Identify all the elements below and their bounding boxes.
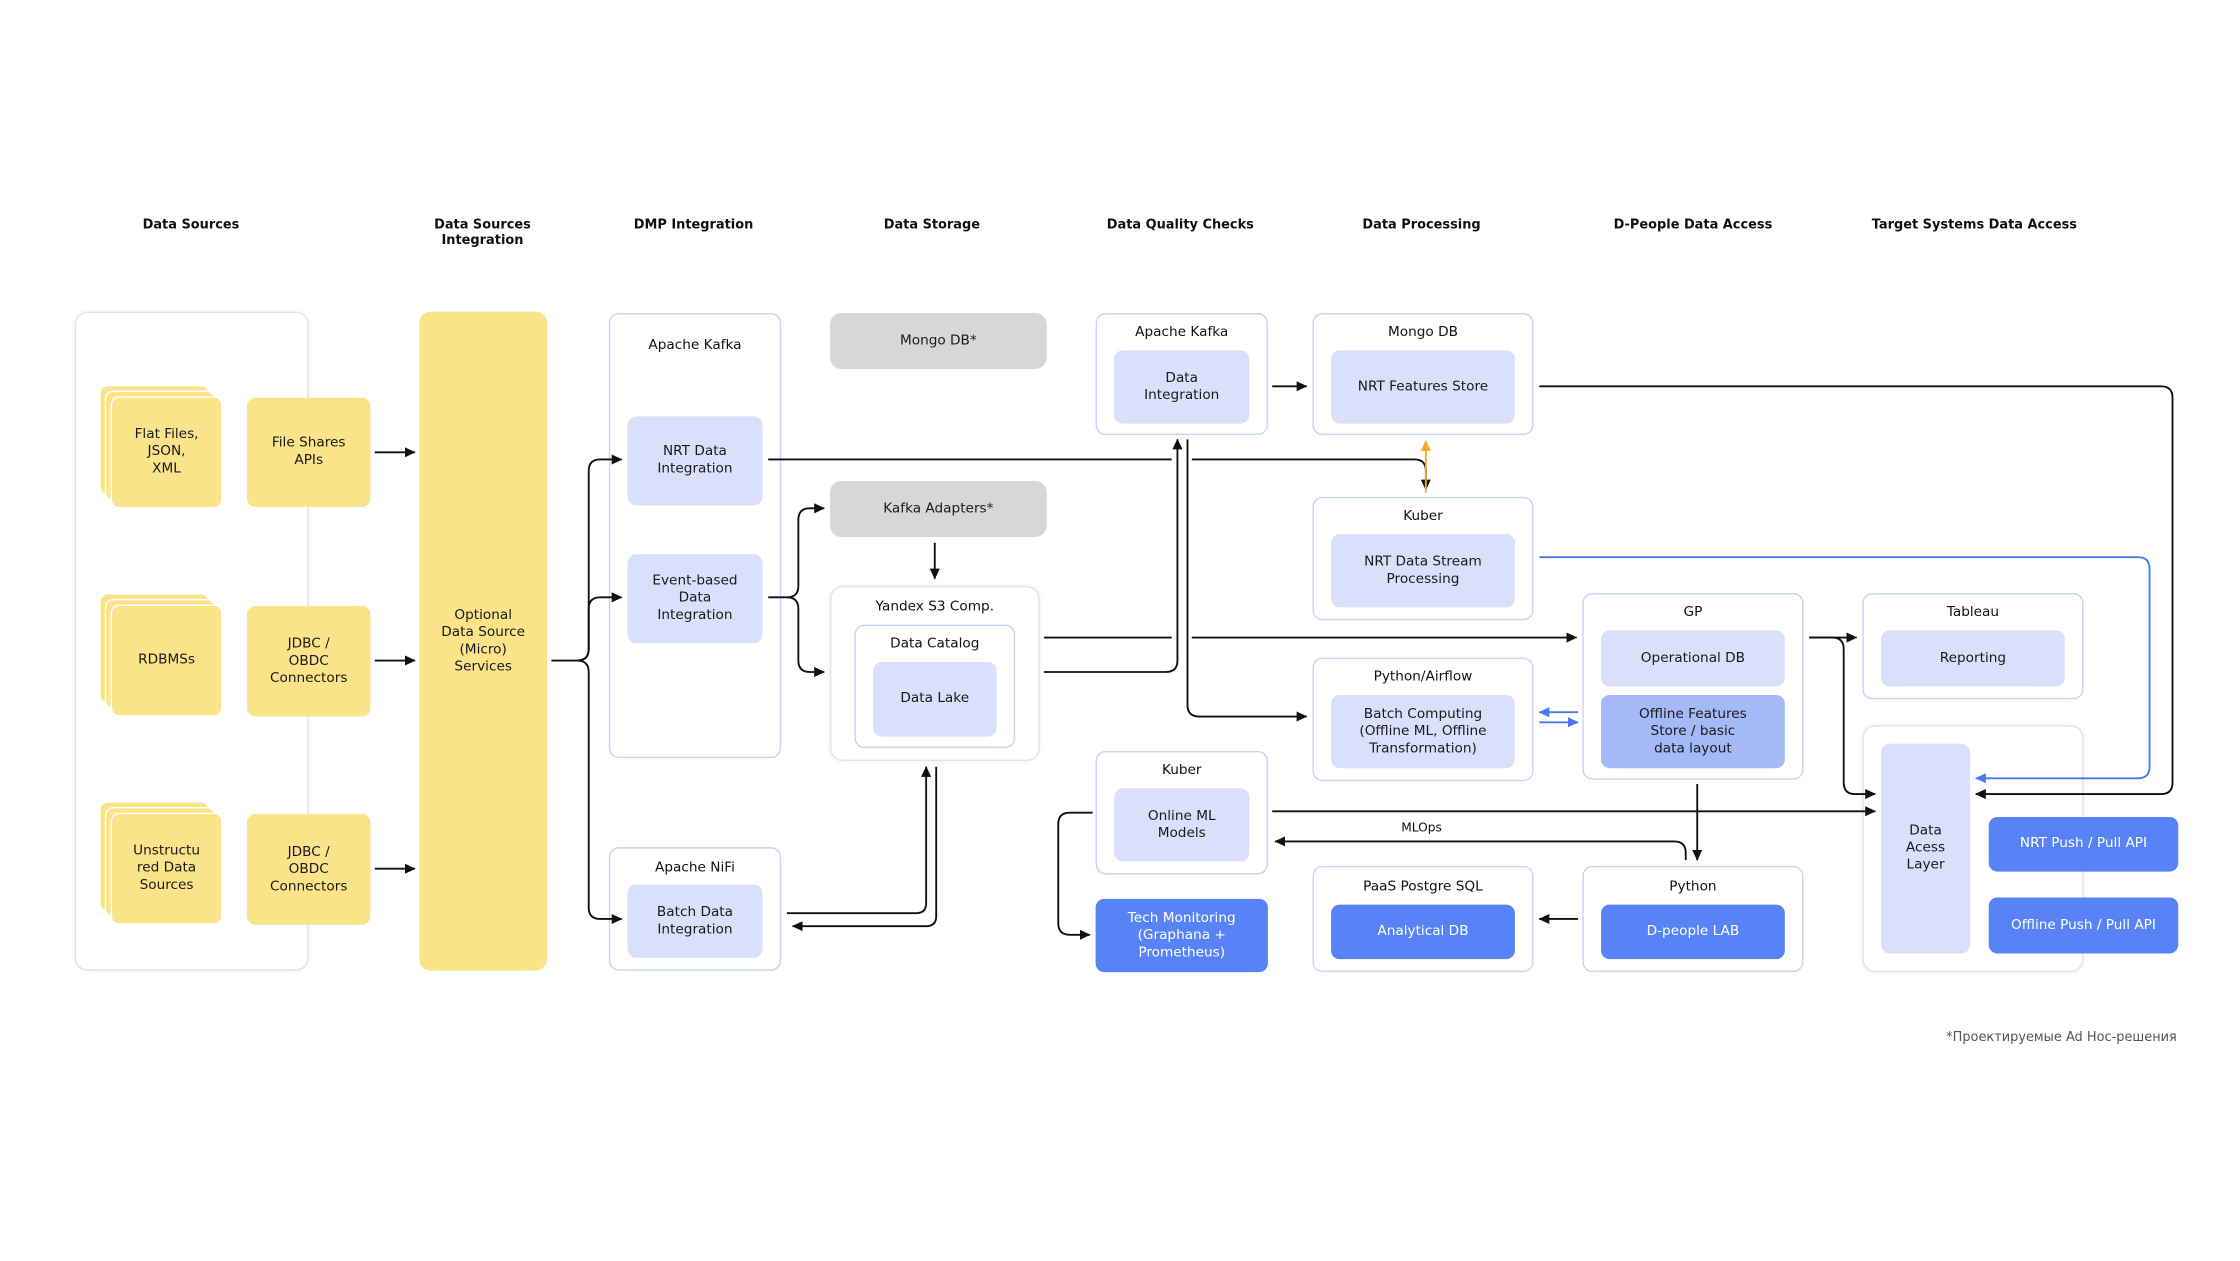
footnote: *Проектируемые Ad Hoc-решения xyxy=(1946,1030,2177,1046)
nrt-push-pull-api: NRT Push / Pull API xyxy=(1988,817,2179,872)
jdbc-connectors-2: JDBC / OBDC Connectors xyxy=(246,814,371,925)
operational-db: Operational DB xyxy=(1601,630,1785,687)
header-ds-integration: Data Sources Integration xyxy=(434,218,531,249)
unstructured-source: Unstructu red Data Sources xyxy=(110,812,223,925)
dq-data-integration: Data Integration xyxy=(1114,350,1250,424)
data-lake: Data Lake xyxy=(873,661,997,737)
arrow-ml-monitoring xyxy=(1057,811,1093,940)
kafka-adapters: Kafka Adapters* xyxy=(829,481,1047,538)
arrow-mlops xyxy=(1274,836,1687,861)
batch-data-integration: Batch Data Integration xyxy=(627,884,763,958)
arrow-integration-batch xyxy=(577,659,623,925)
batch-computing: Batch Computing (Offline ML, Offline Tra… xyxy=(1331,694,1515,769)
arrow-batch-datalake xyxy=(786,766,932,915)
data-access-layer: Data Acess Layer xyxy=(1881,743,1971,954)
jdbc-connectors-1: JDBC / OBDC Connectors xyxy=(246,605,371,717)
python-title: Python xyxy=(1669,878,1717,895)
proc-kuber-title: Kuber xyxy=(1403,508,1443,525)
header-data-storage: Data Storage xyxy=(883,218,981,233)
arrow-stream-access xyxy=(1539,556,2151,784)
optional-microservices: Optional Data Source (Micro) Services xyxy=(419,311,548,971)
arrow-gp-access xyxy=(1809,636,1877,800)
online-ml-models: Online ML Models xyxy=(1114,788,1250,862)
offline-push-pull-api: Offline Push / Pull API xyxy=(1988,897,2179,954)
header-dmp-integration: DMP Integration xyxy=(633,218,754,233)
dq-kafka-title: Apache Kafka xyxy=(1135,324,1229,341)
analytical-db: Analytical DB xyxy=(1331,904,1515,960)
reporting: Reporting xyxy=(1881,630,2065,687)
arrow-datalake-batch xyxy=(791,766,938,932)
mlops-label: MLOps xyxy=(1401,821,1442,836)
event-based-integration: Event-based Data Integration xyxy=(627,554,763,644)
dq-kuber-title: Kuber xyxy=(1161,762,1202,779)
arrow-dq-batch xyxy=(1186,439,1308,722)
dmp-kafka-panel xyxy=(608,313,782,759)
file-shares-apis: File Shares APIs xyxy=(246,397,371,507)
arrow-nrt-stream-2 xyxy=(1191,458,1431,491)
header-dpeople-access: D-People Data Access xyxy=(1613,218,1773,233)
arrow-s3-dq-kafka xyxy=(1043,438,1183,673)
arrow-nrt-store-access xyxy=(1539,385,2174,800)
mongo-db-adhoc: Mongo DB* xyxy=(829,313,1047,370)
header-target-access: Target Systems Data Access xyxy=(1871,218,2078,233)
arrow-integration-nrt xyxy=(551,454,623,662)
header-dq-checks: Data Quality Checks xyxy=(1106,218,1254,233)
airflow-title: Python/Airflow xyxy=(1373,669,1473,685)
nrt-data-stream-processing: NRT Data Stream Processing xyxy=(1331,534,1515,608)
nrt-features-store: NRT Features Store xyxy=(1331,350,1515,424)
postgres-title: PaaS Postgre SQL xyxy=(1363,878,1483,895)
offline-features-store: Offline Features Store / basic data layo… xyxy=(1601,694,1785,769)
dpeople-lab: D-people LAB xyxy=(1601,904,1785,960)
tech-monitoring: Tech Monitoring (Graphana + Prometheus) xyxy=(1095,898,1268,973)
arrow-event-kafka-adapters xyxy=(768,503,825,599)
gp-title: GP xyxy=(1683,604,1703,621)
data-catalog-title: Data Catalog xyxy=(890,636,980,652)
tableau-title: Tableau xyxy=(1946,604,2000,621)
nifi-title: Apache NiFi xyxy=(655,860,735,876)
arrow-event-s3 xyxy=(786,596,825,678)
arrow-integration-event xyxy=(577,592,623,662)
rdbms-source: RDBMSs xyxy=(110,604,223,717)
header-data-processing: Data Processing xyxy=(1362,218,1481,233)
s3-title: Yandex S3 Comp. xyxy=(875,598,995,615)
dmp-kafka-title: Apache Kafka xyxy=(648,337,742,354)
header-data-sources: Data Sources xyxy=(142,218,240,233)
proc-mongo-title: Mongo DB xyxy=(1387,324,1458,341)
flat-files-source: Flat Files, JSON, XML xyxy=(110,396,223,509)
nrt-data-integration: NRT Data Integration xyxy=(627,416,763,506)
